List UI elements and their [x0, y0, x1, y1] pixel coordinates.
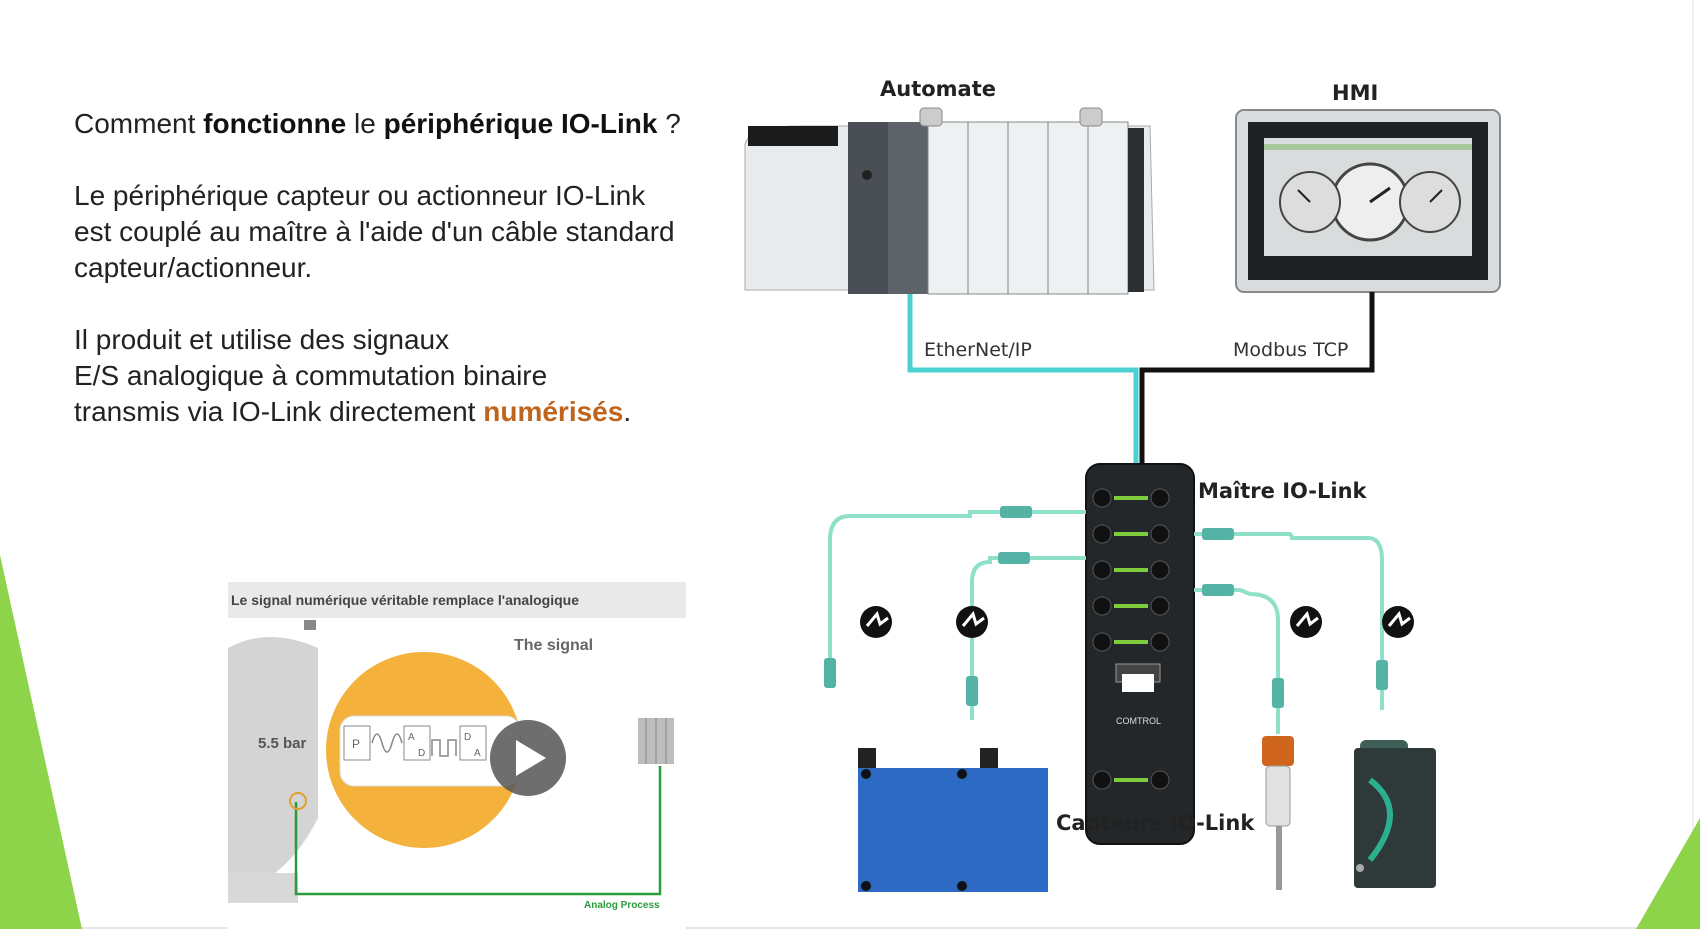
analog-wave: [371, 733, 403, 753]
tank: [228, 637, 318, 878]
para1-line2: est couplé au maître à l'aide d'un câble…: [74, 216, 675, 247]
master-brand: COMTROL: [1116, 716, 1161, 726]
video-illustration: P A D D A 5.5 bar The signal Analog Proc…: [228, 620, 674, 911]
automate-label: Automate: [880, 77, 996, 101]
question-bold-verb: fonctionne: [203, 108, 347, 139]
para1-line1: Le périphérique capteur ou actionneur IO…: [74, 180, 646, 211]
io-link-symbol-icon: [860, 606, 1414, 638]
block-da-bottom: A: [474, 748, 481, 759]
highlight-numerises: numérisés: [483, 396, 624, 427]
hmi-label: HMI: [1332, 81, 1378, 105]
slide-frame-right: [1692, 0, 1694, 929]
digital-wave: [431, 739, 457, 757]
para2-line3-text: transmis via IO-Link directement: [74, 396, 484, 427]
slide-frame-bottom: [0, 927, 1700, 929]
green-sensor: [1354, 740, 1436, 888]
green-corner-right: [1636, 818, 1700, 929]
blue-sensor-2: [954, 748, 1048, 892]
question-text: Comment: [74, 108, 204, 139]
block-ad: [403, 725, 431, 761]
sensor-cables: [828, 510, 1384, 734]
cable-connectors: [824, 506, 1388, 708]
tank-valve: [304, 620, 316, 630]
io-link-master: COMTROL: [1085, 463, 1195, 845]
analog-process-label: Analog Process: [584, 900, 660, 911]
green-corner-left: [0, 555, 82, 929]
slide-question: Comment fonctionne le périphérique IO-Li…: [74, 106, 734, 142]
question-text-mid: le: [346, 108, 384, 139]
para1-line3: capteur/actionneur.: [74, 252, 313, 283]
block-p-label: P: [352, 737, 360, 751]
block-p: [343, 725, 371, 761]
question-bold-subject: périphérique IO-Link: [383, 108, 658, 139]
ethernet-cable: [907, 294, 1139, 480]
sensor-connector: [289, 792, 307, 810]
slide-text: Comment fonctionne le périphérique IO-Li…: [74, 106, 734, 430]
tank-leg: [228, 873, 298, 903]
pressure-sensor: [1262, 736, 1294, 890]
io-link-network-diagram: Automate HMI EtherNet/IP Modbus TCP: [744, 77, 1501, 892]
ethernet-label: EtherNet/IP: [924, 339, 1032, 361]
para2-period: .: [623, 396, 632, 427]
hmi-panel: [1235, 109, 1501, 293]
plc-automate: [744, 107, 1155, 295]
play-icon[interactable]: [490, 720, 566, 796]
para2-line1: Il produit et utilise des signaux: [74, 324, 450, 355]
question-mark: ?: [657, 108, 681, 139]
the-signal-label: The signal: [514, 637, 593, 654]
video-header: Le signal numérique véritable remplace l…: [228, 582, 686, 618]
green-signal-loop: [294, 766, 662, 896]
block-da: [459, 725, 487, 761]
video-thumbnail[interactable]: Le signal numérique véritable remplace l…: [228, 582, 686, 929]
para2-line2: E/S analogique à commutation binaire: [74, 360, 548, 391]
block-ad-top: A: [408, 732, 415, 743]
pressure-label: 5.5 bar: [258, 735, 307, 752]
sensors-label: Capteurs IO-Link: [1056, 811, 1255, 835]
block-ad-bottom: D: [418, 748, 425, 759]
modbus-cable: [1139, 292, 1375, 480]
modbus-label: Modbus TCP: [1233, 339, 1348, 361]
para2-line3: transmis via IO-Link directement numéris…: [74, 394, 734, 430]
master-label: Maître IO-Link: [1198, 479, 1368, 503]
block-da-top: D: [464, 732, 471, 743]
